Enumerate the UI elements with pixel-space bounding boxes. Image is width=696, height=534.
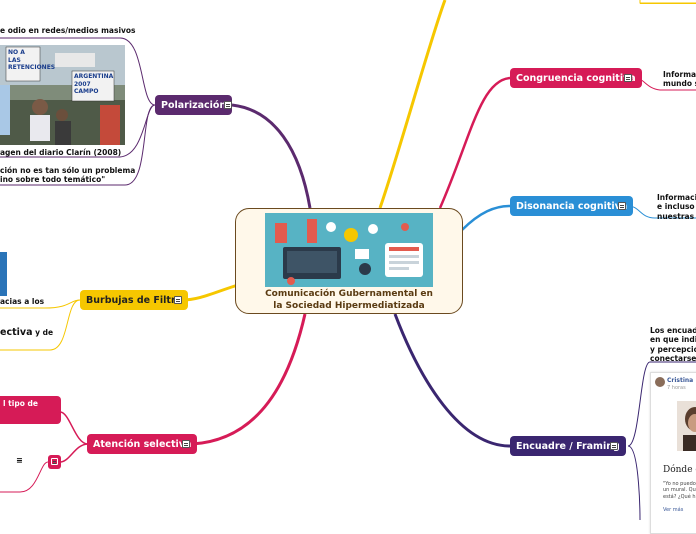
see-more-link[interactable]: Ver más: [663, 507, 684, 513]
node-fragment-top-right[interactable]: [640, 0, 696, 4]
node-label: Atención selectiva: [93, 438, 192, 450]
post-photo: [677, 401, 696, 451]
collapse-toggle-icon[interactable]: [174, 296, 182, 304]
node-label: Burbujas de Filtro: [86, 294, 183, 306]
collapse-toggle-icon[interactable]: [224, 101, 232, 109]
tech-illustration: [265, 213, 433, 287]
subtopic-encuadre[interactable]: Los encuadr en que indivi y percepcion c…: [650, 326, 696, 364]
node-disonancia-cognitiva[interactable]: Disonancia cognitiva: [510, 196, 634, 216]
node-label: Polarización: [161, 99, 227, 111]
collapse-toggle-icon[interactable]: [51, 458, 58, 465]
subtopic-problema[interactable]: ción no es tan sólo un problema ino sobr…: [0, 166, 136, 185]
subtopic-congruencia[interactable]: Informac mundo s: [663, 70, 696, 89]
node-label: Disonancia cognitiva: [516, 200, 628, 212]
post-quote: "Yo no puedo un mural. Qu está? ¿Qué h: [663, 481, 696, 500]
node-burbujas-de-filtro[interactable]: Burbujas de Filtro: [80, 290, 189, 310]
subtopic-clarin-caption[interactable]: agen del diario Clarín (2008): [0, 148, 122, 157]
social-post-card[interactable]: Cristina 7 horas Dónde e "Yo no puedo un…: [650, 372, 696, 534]
node-atencion-selectiva[interactable]: Atención selectiva: [87, 434, 198, 454]
post-heading: Dónde e: [663, 465, 696, 475]
post-time: 7 horas: [667, 385, 686, 391]
collapse-toggle-icon[interactable]: [618, 202, 626, 210]
protest-sign-2: ARGENTINA 2007 CAMPO: [74, 73, 114, 95]
collapse-toggle-icon[interactable]: [624, 74, 632, 82]
node-polarizacion[interactable]: Polarización: [155, 95, 233, 115]
node-encuadre-framing[interactable]: Encuadre / Framing: [510, 436, 626, 456]
post-author[interactable]: Cristina: [667, 377, 694, 384]
protest-sign-1: NO A LAS RETENCIONES: [8, 49, 56, 71]
node-label: Encuadre / Framing: [516, 440, 620, 452]
subtopic-disonancia[interactable]: Informaci e incluso n nuestras c: [657, 193, 696, 221]
branch-lines: [0, 0, 696, 520]
central-topic-title: Comunicación Gubernamental en la Socieda…: [265, 289, 433, 311]
central-topic[interactable]: Comunicación Gubernamental en la Socieda…: [235, 208, 463, 314]
subtopic-burbuja-1[interactable]: acias a los: [0, 297, 45, 306]
list-icon: ≡: [16, 456, 23, 465]
subtopic-burbuja-2[interactable]: ectiva y de: [0, 327, 54, 338]
subtopic-atencion-1[interactable]: l tipo de: [0, 396, 61, 424]
collapse-toggle-icon[interactable]: [182, 440, 190, 448]
burbujas-image-fragment: [0, 252, 7, 296]
node-label: Congruencia cognitiva: [516, 72, 636, 84]
avatar: [655, 377, 665, 387]
collapse-toggle-icon[interactable]: [610, 442, 618, 450]
node-congruencia-cognitiva[interactable]: Congruencia cognitiva: [510, 68, 642, 88]
subtopic-odio[interactable]: e odio en redes/medios masivos: [0, 26, 136, 35]
clarin-protest-photo: NO A LAS RETENCIONES ARGENTINA 2007 CAMP…: [0, 45, 125, 145]
